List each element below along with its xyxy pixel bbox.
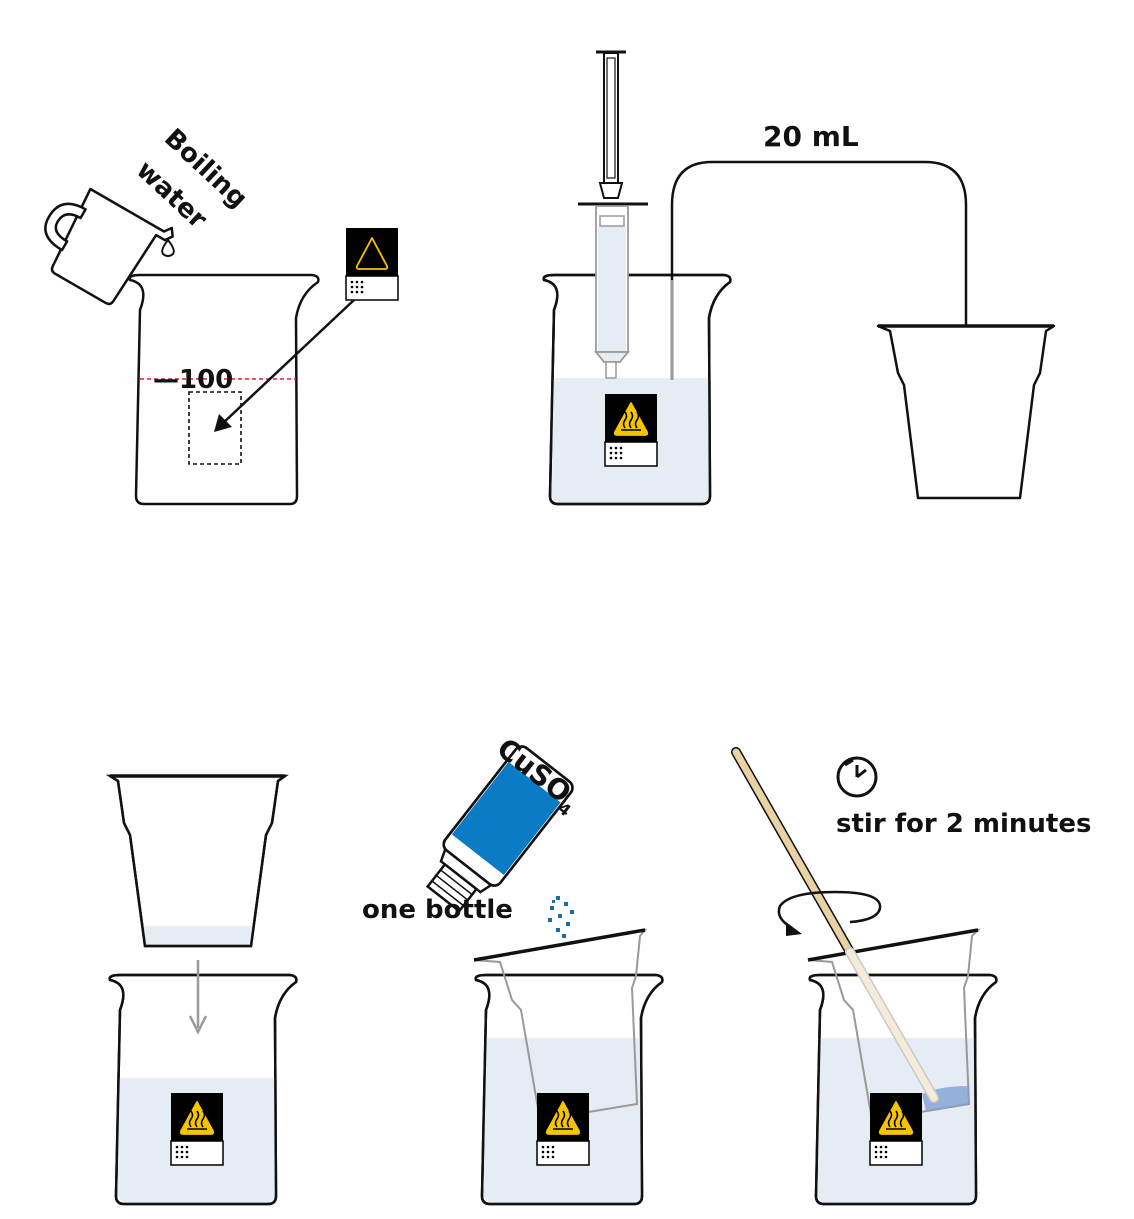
hot-warning-sticker-5: [869, 1092, 923, 1166]
hot-warning-sticker-4: [536, 1092, 590, 1166]
cuso4-bottle-icon: [425, 745, 574, 913]
plastic-cup-2: [108, 774, 287, 948]
plastic-cup-1: [876, 324, 1056, 500]
tilted-cup-4: [473, 928, 648, 1122]
transfer-path: [670, 160, 968, 385]
panel-stir: stir for 2 minutes: [731, 747, 1091, 1206]
beaker-1: [128, 273, 320, 506]
mel-sticker: [345, 227, 399, 301]
timer-icon: [836, 756, 878, 798]
fill-mark-label: —100: [153, 365, 233, 395]
panel-syringe-transfer: 20 mL: [542, 50, 1056, 506]
stir-instruction: stir for 2 minutes: [836, 809, 1091, 839]
sticker-target: [188, 391, 242, 465]
amount-label: one bottle: [362, 895, 513, 925]
crystals: [548, 896, 574, 938]
panel-pour: [105, 774, 298, 1206]
place-sticker-arrow: [221, 299, 355, 425]
panel-add-copper-sulfate: CuSO4 one bottle: [362, 732, 664, 1206]
panel-boiling-water: —100 Boiling water: [44, 123, 399, 506]
volume-label: 20 mL: [763, 120, 859, 153]
syringe-icon: [578, 50, 648, 379]
stirring-stick-icon: [731, 747, 939, 1103]
hot-warning-sticker: [604, 393, 658, 467]
hot-warning-sticker-3: [170, 1092, 224, 1166]
jug-icon: [44, 187, 174, 306]
water-drop-icon: [161, 238, 175, 257]
stir-rotation-arrow: [777, 890, 882, 930]
